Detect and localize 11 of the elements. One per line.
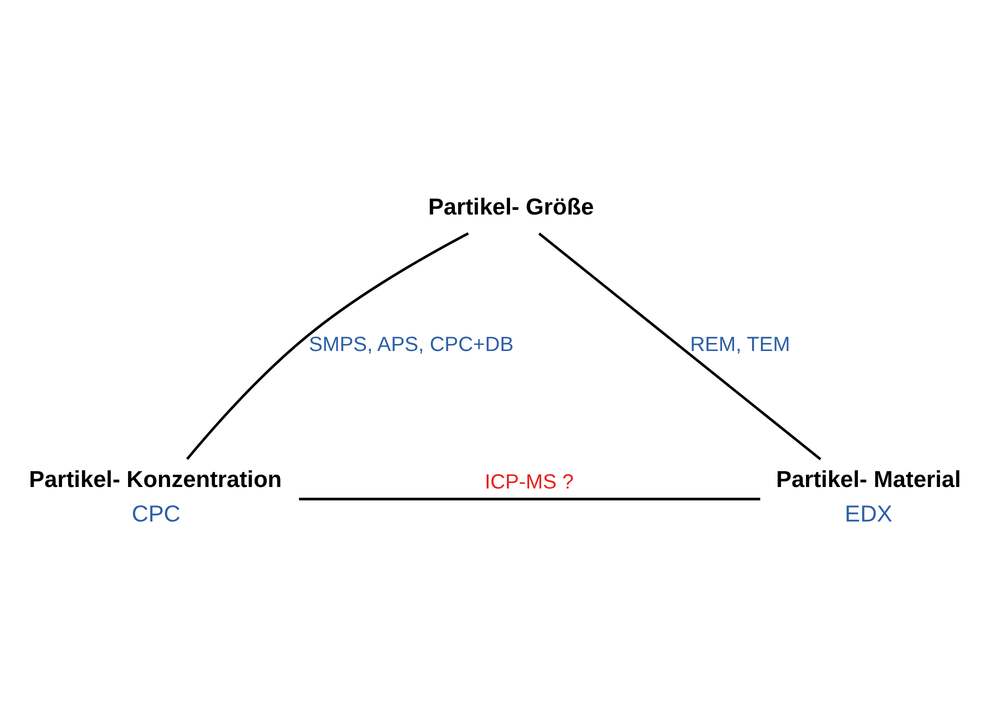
edge-label: ICP-MS ? — [484, 470, 574, 494]
connector — [186, 232, 469, 460]
node-text: Partikel- Größe — [428, 194, 594, 220]
edge-label: REM, TEM — [690, 333, 790, 356]
connector — [299, 498, 760, 500]
node-text: Partikel- Konzentration — [29, 466, 282, 492]
connector — [538, 232, 822, 460]
node-label: CPC — [132, 500, 180, 526]
edge-label: SMPS, APS, CPC+DB — [308, 333, 514, 356]
node-text: Partikel- Material — [776, 466, 961, 492]
node-label: EDX — [844, 500, 892, 526]
